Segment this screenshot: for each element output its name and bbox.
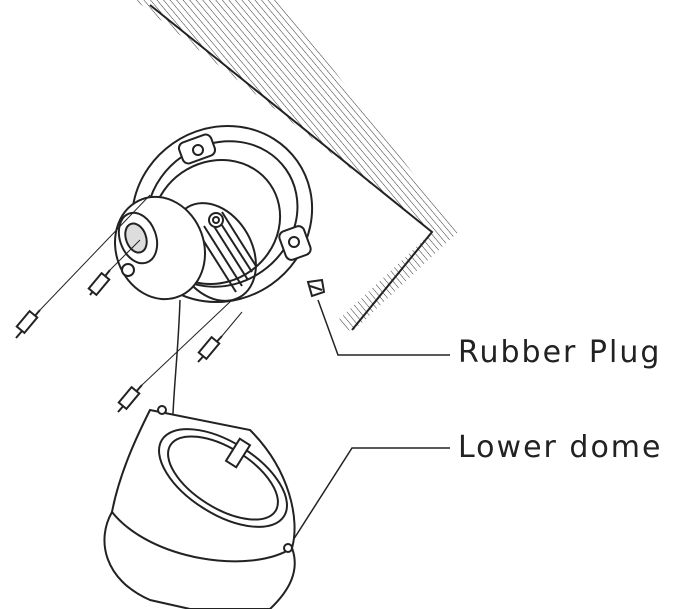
ceiling-wall: [135, 0, 458, 332]
leader-lines: [289, 299, 450, 546]
screw-set: [15, 194, 243, 413]
rubber-plug-label: Rubber Plug: [458, 335, 662, 370]
camera-base-housing: [130, 124, 314, 304]
screw-1: [15, 194, 151, 339]
screw-4: [117, 299, 233, 413]
lower-dome-label: Lower dome: [458, 430, 663, 465]
screw-2: [87, 239, 141, 297]
camera-module: [113, 195, 257, 302]
lower-dome-leader: [289, 447, 450, 546]
rubber-plug-leader: [317, 299, 450, 356]
lower-dome: [103, 405, 296, 609]
screw-3: [197, 311, 243, 363]
rubber-plug: [306, 278, 326, 298]
